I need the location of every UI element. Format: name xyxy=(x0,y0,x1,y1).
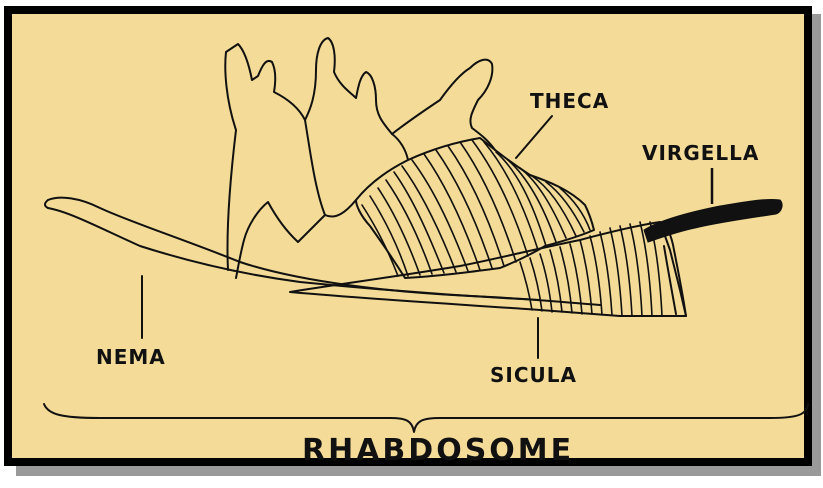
label-rhabdosome: RHABDOSOME xyxy=(302,433,574,468)
label-nema: NEMA xyxy=(96,345,166,369)
theca-outline-third xyxy=(392,60,495,150)
label-virgella: VIRGELLA xyxy=(642,141,759,165)
growth-lines xyxy=(362,140,662,316)
theca-pointer xyxy=(516,116,552,158)
nema-tip xyxy=(45,200,48,208)
rhabdosome-brace xyxy=(44,404,808,432)
virgella-spine xyxy=(644,199,782,242)
nema-inner-line xyxy=(48,208,540,300)
label-theca: THECA xyxy=(530,89,609,113)
theca-outline-first xyxy=(225,44,325,278)
sicula-aperture-inner xyxy=(664,246,676,314)
label-sicula: SICULA xyxy=(490,363,577,387)
